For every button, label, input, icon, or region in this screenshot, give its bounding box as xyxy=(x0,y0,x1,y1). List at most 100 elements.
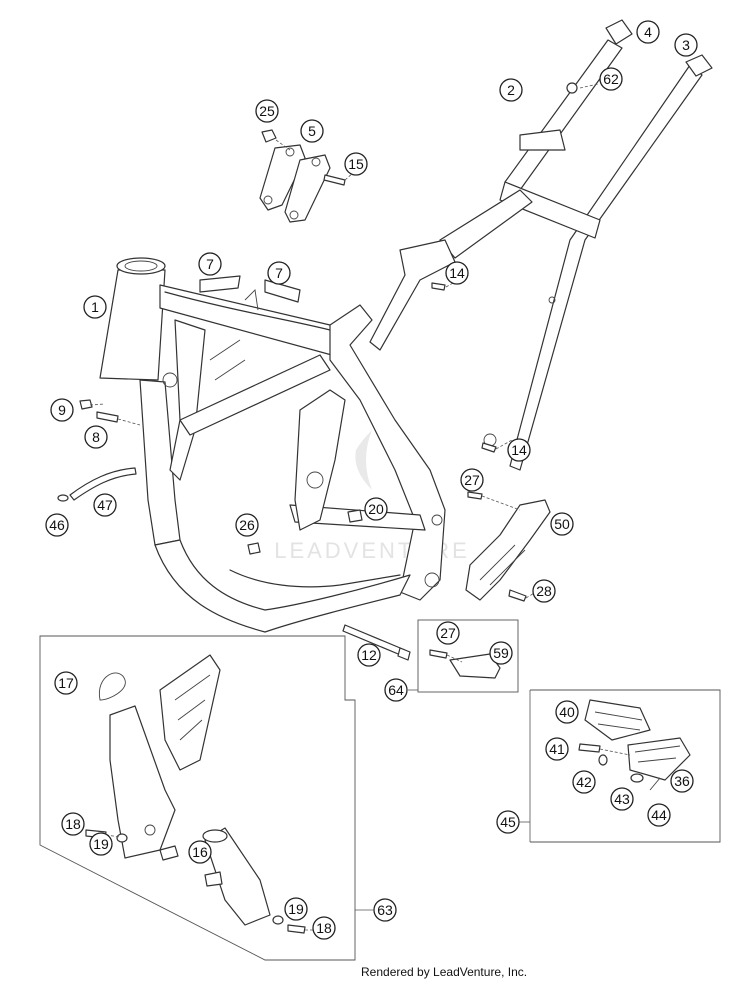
washer-19-upper xyxy=(116,833,128,843)
callout-15: 15 xyxy=(344,152,368,176)
callout-28: 28 xyxy=(532,579,556,603)
bolt-18-lower xyxy=(287,924,306,934)
callout-2: 2 xyxy=(499,78,523,102)
frame-guard-left xyxy=(109,654,221,859)
rear-subframe xyxy=(369,39,703,471)
svg-text:25: 25 xyxy=(259,103,275,119)
callout-14-upper: 14 xyxy=(445,261,469,285)
svg-text:42: 42 xyxy=(576,774,592,790)
svg-text:17: 17 xyxy=(58,675,74,691)
group-63-box xyxy=(39,635,356,961)
svg-text:18: 18 xyxy=(65,816,81,832)
bolt-62 xyxy=(566,82,578,94)
hose-47 xyxy=(69,467,137,501)
svg-text:50: 50 xyxy=(554,516,570,532)
callout-5: 5 xyxy=(300,119,324,143)
chain-slider-59 xyxy=(449,653,501,679)
credit-text: Rendered by LeadVenture, Inc. xyxy=(361,965,528,979)
callout-25: 25 xyxy=(255,99,279,123)
spring-42 xyxy=(598,754,608,766)
callout-14-lower: 14 xyxy=(507,438,531,462)
svg-text:64: 64 xyxy=(388,682,404,698)
screw-27-lower xyxy=(429,649,448,659)
svg-text:12: 12 xyxy=(361,647,377,663)
callout-19-upper: 19 xyxy=(89,832,113,856)
svg-text:46: 46 xyxy=(49,517,65,533)
callout-18-upper: 18 xyxy=(61,812,85,836)
svg-text:27: 27 xyxy=(440,625,456,641)
screw-27-upper xyxy=(467,491,483,500)
svg-text:3: 3 xyxy=(682,37,690,53)
end-cap-right xyxy=(685,54,713,77)
callout-26: 26 xyxy=(235,513,259,537)
bolt-12 xyxy=(342,624,411,661)
svg-text:2: 2 xyxy=(507,82,515,98)
svg-text:47: 47 xyxy=(97,497,113,513)
cotter-pin-44 xyxy=(649,777,661,791)
callout-16: 16 xyxy=(188,840,212,864)
cable-tie-17 xyxy=(98,672,126,701)
callout-18-lower: 18 xyxy=(312,916,336,940)
svg-text:14: 14 xyxy=(511,442,527,458)
svg-text:4: 4 xyxy=(644,24,652,40)
svg-text:45: 45 xyxy=(500,814,516,830)
callout-63: 63 xyxy=(373,898,397,922)
end-cap-left xyxy=(605,19,633,45)
callout-9: 9 xyxy=(50,398,74,422)
callout-17: 17 xyxy=(54,671,78,695)
group-64-box xyxy=(408,619,519,693)
callout-19-lower: 19 xyxy=(284,897,308,921)
svg-text:36: 36 xyxy=(674,773,690,789)
svg-text:27: 27 xyxy=(464,472,480,488)
part-20 xyxy=(347,509,363,523)
svg-text:20: 20 xyxy=(368,501,384,517)
washer-19-lower xyxy=(272,915,284,925)
svg-text:16: 16 xyxy=(192,844,208,860)
svg-text:8: 8 xyxy=(92,429,100,445)
screw-28 xyxy=(508,589,527,602)
chain-guide-50 xyxy=(465,499,551,601)
callout-27-upper: 27 xyxy=(460,468,484,492)
callout-3: 3 xyxy=(674,33,698,57)
svg-text:18: 18 xyxy=(316,920,332,936)
group-45-box xyxy=(529,689,721,843)
callout-7-right: 7 xyxy=(267,261,291,285)
bolt-14-upper xyxy=(431,282,446,291)
clamp-46 xyxy=(57,494,69,502)
svg-text:1: 1 xyxy=(91,299,99,315)
callout-45: 45 xyxy=(496,810,520,834)
svg-text:59: 59 xyxy=(493,645,509,661)
footpeg-36 xyxy=(627,737,691,781)
svg-text:7: 7 xyxy=(206,256,214,272)
svg-text:15: 15 xyxy=(348,156,364,172)
spacer-16 xyxy=(159,845,223,887)
callout-40: 40 xyxy=(555,700,579,724)
svg-text:19: 19 xyxy=(93,836,109,852)
callout-27-lower: 27 xyxy=(436,621,460,645)
pin-41 xyxy=(578,743,601,753)
callout-46: 46 xyxy=(45,513,69,537)
callout-1: 1 xyxy=(83,295,107,319)
svg-text:14: 14 xyxy=(449,265,465,281)
callout-47: 47 xyxy=(93,493,117,517)
callout-36: 36 xyxy=(670,769,694,793)
washer-43 xyxy=(630,773,644,783)
callout-43: 43 xyxy=(610,787,634,811)
callout-8: 8 xyxy=(84,425,108,449)
callout-12: 12 xyxy=(357,643,381,667)
nut-25 xyxy=(261,129,277,143)
callout-64: 64 xyxy=(384,678,408,702)
footpeg-40 xyxy=(584,699,651,741)
callout-7-left: 7 xyxy=(198,252,222,276)
callout-41: 41 xyxy=(545,737,569,761)
svg-text:5: 5 xyxy=(308,123,316,139)
frame-guard-right xyxy=(202,827,271,926)
svg-text:26: 26 xyxy=(239,517,255,533)
svg-text:7: 7 xyxy=(275,265,283,281)
svg-text:41: 41 xyxy=(549,741,565,757)
decals-7 xyxy=(199,275,301,303)
screw-15 xyxy=(323,174,346,186)
svg-text:40: 40 xyxy=(559,704,575,720)
bolt-8 xyxy=(96,411,119,423)
